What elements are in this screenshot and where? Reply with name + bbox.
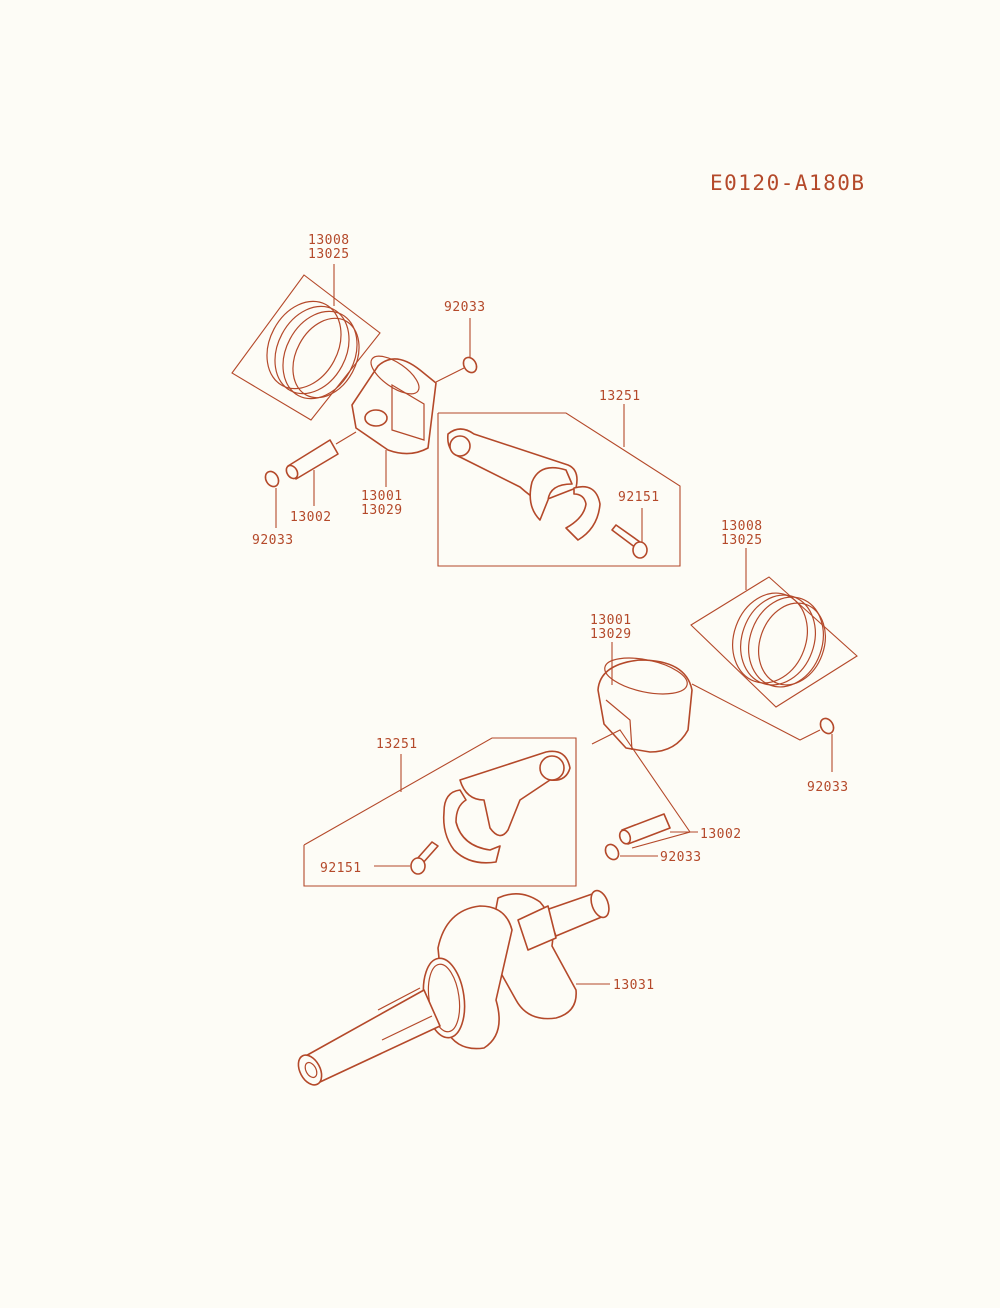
piston-2[interactable] [597, 652, 693, 753]
circlip-2-right[interactable] [818, 716, 836, 736]
circlip-1-top[interactable] [461, 355, 479, 375]
label-rings-2-b: 13025 [721, 533, 763, 548]
circlip-1-bottom[interactable] [263, 469, 281, 489]
piston-1[interactable] [351, 349, 437, 455]
connecting-rod-2[interactable] [442, 750, 571, 864]
label-bolt-2: 92151 [320, 861, 362, 876]
label-rings-1-b: 13025 [308, 247, 350, 262]
label-piston-2-a: 13001 [590, 613, 632, 628]
crankshaft[interactable] [294, 888, 613, 1089]
conrod-bolt-2[interactable] [410, 841, 439, 875]
label-circlip-2-bottom: 92033 [660, 850, 702, 865]
label-circlip-1-top: 92033 [444, 300, 486, 315]
label-rings-1-a: 13008 [308, 233, 350, 248]
connecting-rod-1[interactable] [446, 428, 601, 541]
label-pin-1: 13002 [290, 510, 332, 525]
piston-pin-1[interactable] [284, 439, 339, 481]
label-pin-2: 13002 [700, 827, 742, 842]
label-piston-1-a: 13001 [361, 489, 403, 504]
label-rings-2-a: 13008 [721, 519, 763, 534]
piston-rings-1[interactable] [231, 274, 381, 421]
label-piston-1-b: 13029 [361, 503, 403, 518]
diagram-code: E0120-A180B [710, 171, 866, 195]
piston-pin-2[interactable] [618, 813, 671, 845]
conrod-bolt-1[interactable] [611, 524, 648, 559]
label-piston-2-b: 13029 [590, 627, 632, 642]
label-crankshaft: 13031 [613, 978, 655, 993]
label-bolt-1: 92151 [618, 490, 660, 505]
label-conrod-2: 13251 [376, 737, 418, 752]
piston-rings-2[interactable] [690, 576, 858, 708]
label-conrod-1: 13251 [599, 389, 641, 404]
circlip-2-bottom[interactable] [603, 842, 621, 862]
label-circlip-1-bottom: 92033 [252, 533, 294, 548]
label-circlip-2-right: 92033 [807, 780, 849, 795]
